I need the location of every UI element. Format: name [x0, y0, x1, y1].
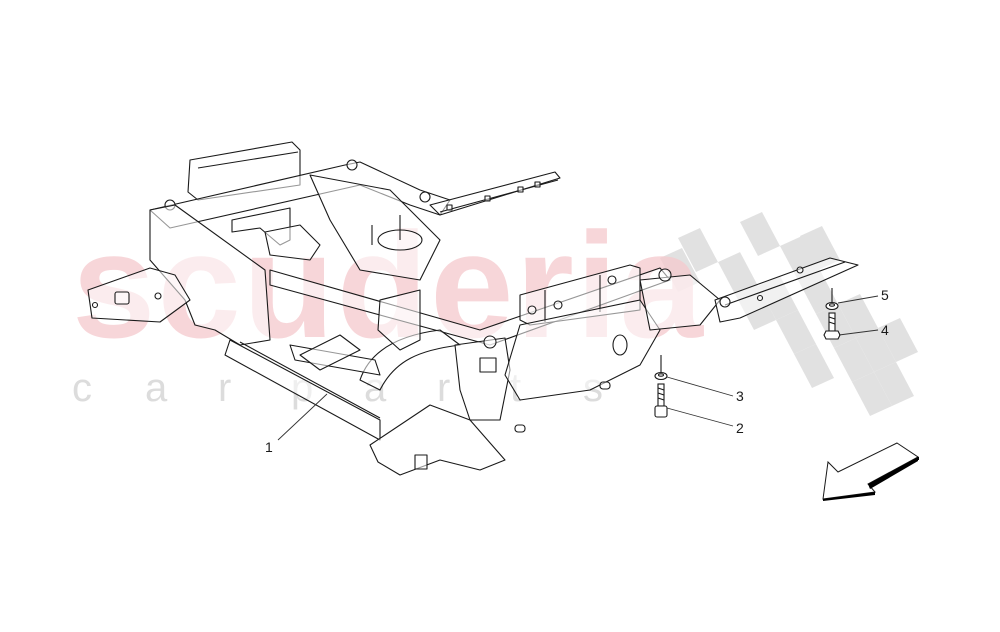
- callout-1: 1: [265, 439, 273, 455]
- leader-lines: [277, 295, 879, 441]
- watermark-letter: r: [218, 366, 232, 410]
- direction-arrow-icon: [822, 442, 919, 501]
- watermark-letter: c: [72, 366, 92, 410]
- callout-4: 4: [881, 322, 889, 338]
- watermark-letter: a: [145, 366, 168, 410]
- washer-3: [654, 355, 668, 381]
- bolt-2: [654, 383, 668, 418]
- callout-5: 5: [881, 287, 889, 303]
- bolt-4: [823, 312, 841, 340]
- callout-3: 3: [736, 388, 744, 404]
- washer-5: [825, 288, 839, 311]
- watermark-letter: r: [437, 366, 451, 410]
- callout-2: 2: [736, 420, 744, 436]
